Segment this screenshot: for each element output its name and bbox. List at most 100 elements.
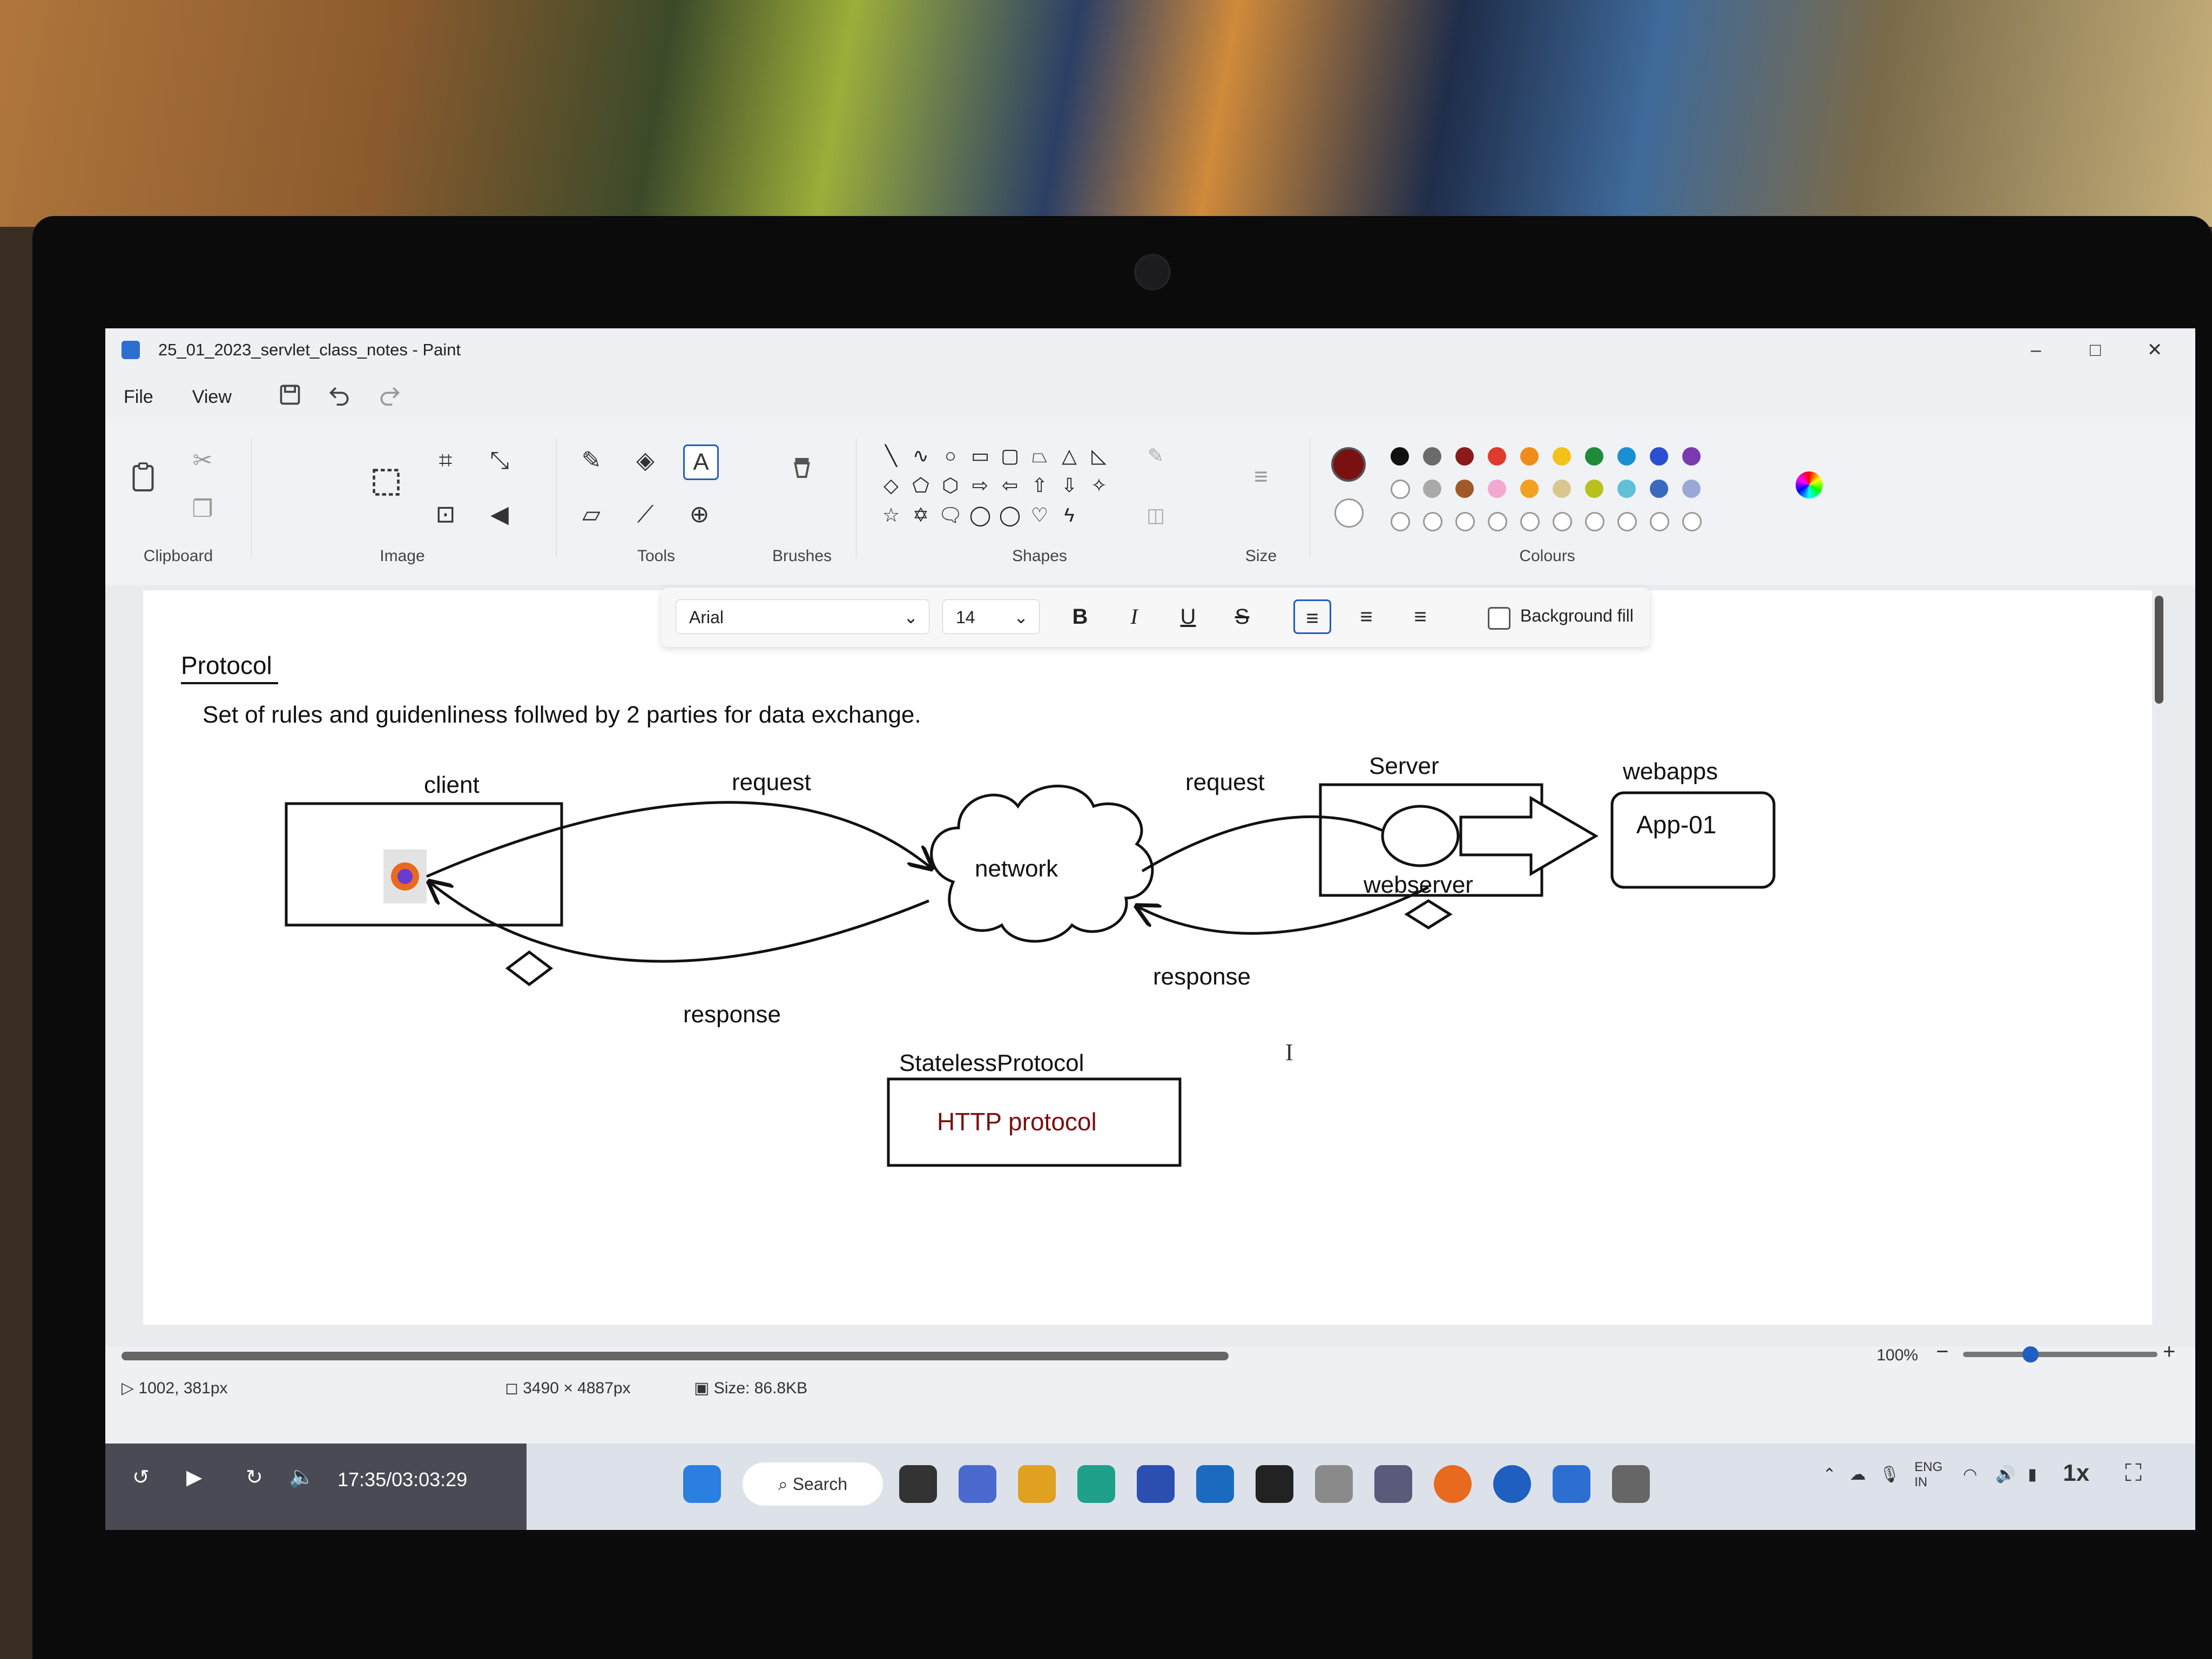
eraser-icon[interactable]: ▱	[582, 501, 601, 528]
callout-oval-shape-icon[interactable]: ◯	[969, 504, 992, 526]
colour-swatch[interactable]	[1455, 447, 1474, 466]
fill-icon[interactable]: ◫	[1146, 504, 1165, 526]
resize-icon[interactable]: ⤡	[490, 447, 509, 474]
custom-colour-slot[interactable]	[1455, 512, 1475, 531]
cut-icon[interactable]: ✂	[192, 447, 213, 474]
rounded-rect-shape-icon[interactable]: ▢	[1000, 444, 1019, 467]
brush-icon[interactable]	[786, 455, 818, 488]
firefox-taskbar-icon[interactable]	[1434, 1465, 1472, 1503]
save-icon[interactable]	[278, 383, 302, 412]
custom-colour-slot[interactable]	[1650, 512, 1669, 531]
crop-icon[interactable]: ⌗	[439, 447, 453, 474]
zoom-out-icon[interactable]: −	[1936, 1340, 1949, 1364]
snipping-tool-icon[interactable]	[1315, 1465, 1353, 1503]
tray-chevron-icon[interactable]: ⌃	[1823, 1466, 1837, 1483]
menu-view[interactable]: View	[192, 387, 232, 407]
screen-app-icon[interactable]	[1374, 1465, 1412, 1503]
colour-swatch[interactable]	[1617, 447, 1636, 466]
bold-button[interactable]: B	[1072, 605, 1088, 629]
app-taskbar-icon[interactable]	[1493, 1465, 1531, 1503]
background-fill-checkbox[interactable]	[1488, 607, 1510, 630]
colour-swatch[interactable]	[1617, 480, 1636, 498]
outline-icon[interactable]: ✎	[1147, 444, 1164, 467]
file-explorer-icon[interactable]	[1018, 1465, 1056, 1503]
colour-swatch[interactable]	[1553, 447, 1571, 466]
heart-shape-icon[interactable]: ♡	[1030, 504, 1049, 526]
vertical-scrollbar[interactable]	[2155, 596, 2163, 704]
play-icon[interactable]: ▶	[186, 1466, 203, 1489]
diamond-shape-icon[interactable]: ◇	[884, 474, 899, 496]
menu-file[interactable]: File	[124, 387, 153, 407]
custom-colour-slot[interactable]	[1585, 512, 1604, 531]
colour-swatch[interactable]	[1650, 447, 1668, 466]
align-left-icon[interactable]: ≡	[1293, 599, 1331, 634]
magnifier-icon[interactable]: ⊕	[689, 501, 710, 528]
maximize-button[interactable]: □	[2089, 339, 2101, 360]
colour-swatch[interactable]	[1391, 447, 1409, 466]
forward-icon[interactable]: ↻	[246, 1466, 263, 1489]
select-icon[interactable]	[370, 466, 402, 498]
colour-swatch[interactable]	[1423, 480, 1441, 498]
up-arrow-shape-icon[interactable]: ⇧	[1031, 474, 1048, 496]
wifi-icon[interactable]: ◠	[1963, 1466, 1978, 1483]
colour-swatch[interactable]	[1553, 480, 1571, 498]
line-shape-icon[interactable]: ╲	[885, 444, 897, 467]
strikethrough-button[interactable]: S	[1235, 605, 1250, 629]
chat-icon[interactable]	[959, 1465, 996, 1503]
rewind-icon[interactable]: ↺	[132, 1466, 150, 1489]
zoom-slider-thumb[interactable]	[2022, 1346, 2039, 1363]
left-arrow-shape-icon[interactable]: ⇦	[1001, 474, 1019, 496]
colour-swatch[interactable]	[1585, 447, 1603, 466]
undo-icon[interactable]	[328, 383, 352, 412]
pencil-icon[interactable]: ✎	[581, 447, 602, 474]
align-center-icon[interactable]: ≡	[1360, 605, 1373, 629]
secondary-color-swatch[interactable]	[1334, 498, 1364, 528]
copy-icon[interactable]: ❐	[192, 496, 213, 522]
colour-swatch[interactable]	[1391, 480, 1410, 499]
colour-swatch[interactable]	[1650, 480, 1668, 498]
pentagon-shape-icon[interactable]: ⬠	[912, 474, 929, 496]
task-view-icon[interactable]	[899, 1465, 937, 1503]
playback-speed[interactable]: 1x	[2063, 1460, 2089, 1486]
volume-icon[interactable]: 🔈	[289, 1466, 315, 1488]
align-right-icon[interactable]: ≡	[1414, 605, 1427, 629]
mail-icon[interactable]	[1196, 1465, 1234, 1503]
four-point-star-shape-icon[interactable]: ✧	[1090, 474, 1108, 496]
curve-shape-icon[interactable]: ∿	[912, 444, 929, 467]
font-family-dropdown[interactable]: Arial⌄	[676, 599, 929, 634]
text-tool-icon[interactable]: A	[683, 444, 719, 480]
windows-start-icon[interactable]	[683, 1465, 721, 1503]
colour-swatch[interactable]	[1520, 480, 1539, 498]
font-size-dropdown[interactable]: 14⌄	[942, 599, 1040, 634]
down-arrow-shape-icon[interactable]: ⇩	[1061, 474, 1078, 496]
zoom-slider[interactable]	[1963, 1352, 2157, 1357]
notepad-taskbar-icon[interactable]	[1612, 1465, 1650, 1503]
colour-swatch[interactable]	[1488, 480, 1506, 498]
six-point-star-shape-icon[interactable]: ✡	[912, 504, 929, 526]
zoom-in-icon[interactable]: +	[2163, 1340, 2176, 1364]
underline-button[interactable]: U	[1180, 605, 1196, 629]
right-triangle-shape-icon[interactable]: ◺	[1091, 444, 1107, 467]
horizontal-scrollbar[interactable]	[122, 1352, 1229, 1360]
rectangle-shape-icon[interactable]: ▭	[970, 444, 989, 467]
edge-icon[interactable]	[1077, 1465, 1115, 1503]
custom-colour-slot[interactable]	[1617, 512, 1637, 531]
right-arrow-shape-icon[interactable]: ⇨	[972, 474, 989, 496]
custom-colour-slot[interactable]	[1520, 512, 1540, 531]
media-app-icon[interactable]	[1256, 1465, 1293, 1503]
fill-bucket-icon[interactable]: ◈	[636, 447, 655, 474]
close-button[interactable]: ✕	[2147, 340, 2163, 360]
paint-taskbar-icon[interactable]	[1553, 1465, 1590, 1503]
colour-swatch[interactable]	[1488, 447, 1506, 466]
color-picker-icon[interactable]: ⟋	[637, 501, 654, 528]
battery-icon[interactable]: ▮	[2028, 1466, 2037, 1483]
line-width-icon[interactable]: ≡	[1254, 463, 1268, 490]
polygon-shape-icon[interactable]: ⏢	[1031, 444, 1048, 467]
callout-cloud-shape-icon[interactable]: ◯	[999, 504, 1021, 526]
custom-colour-slot[interactable]	[1682, 512, 1702, 531]
oval-shape-icon[interactable]: ○	[945, 444, 956, 467]
five-point-star-shape-icon[interactable]: ☆	[882, 504, 900, 526]
callout-rect-shape-icon[interactable]: 🗨	[938, 504, 963, 526]
cloud-icon[interactable]: ☁	[1850, 1466, 1866, 1483]
